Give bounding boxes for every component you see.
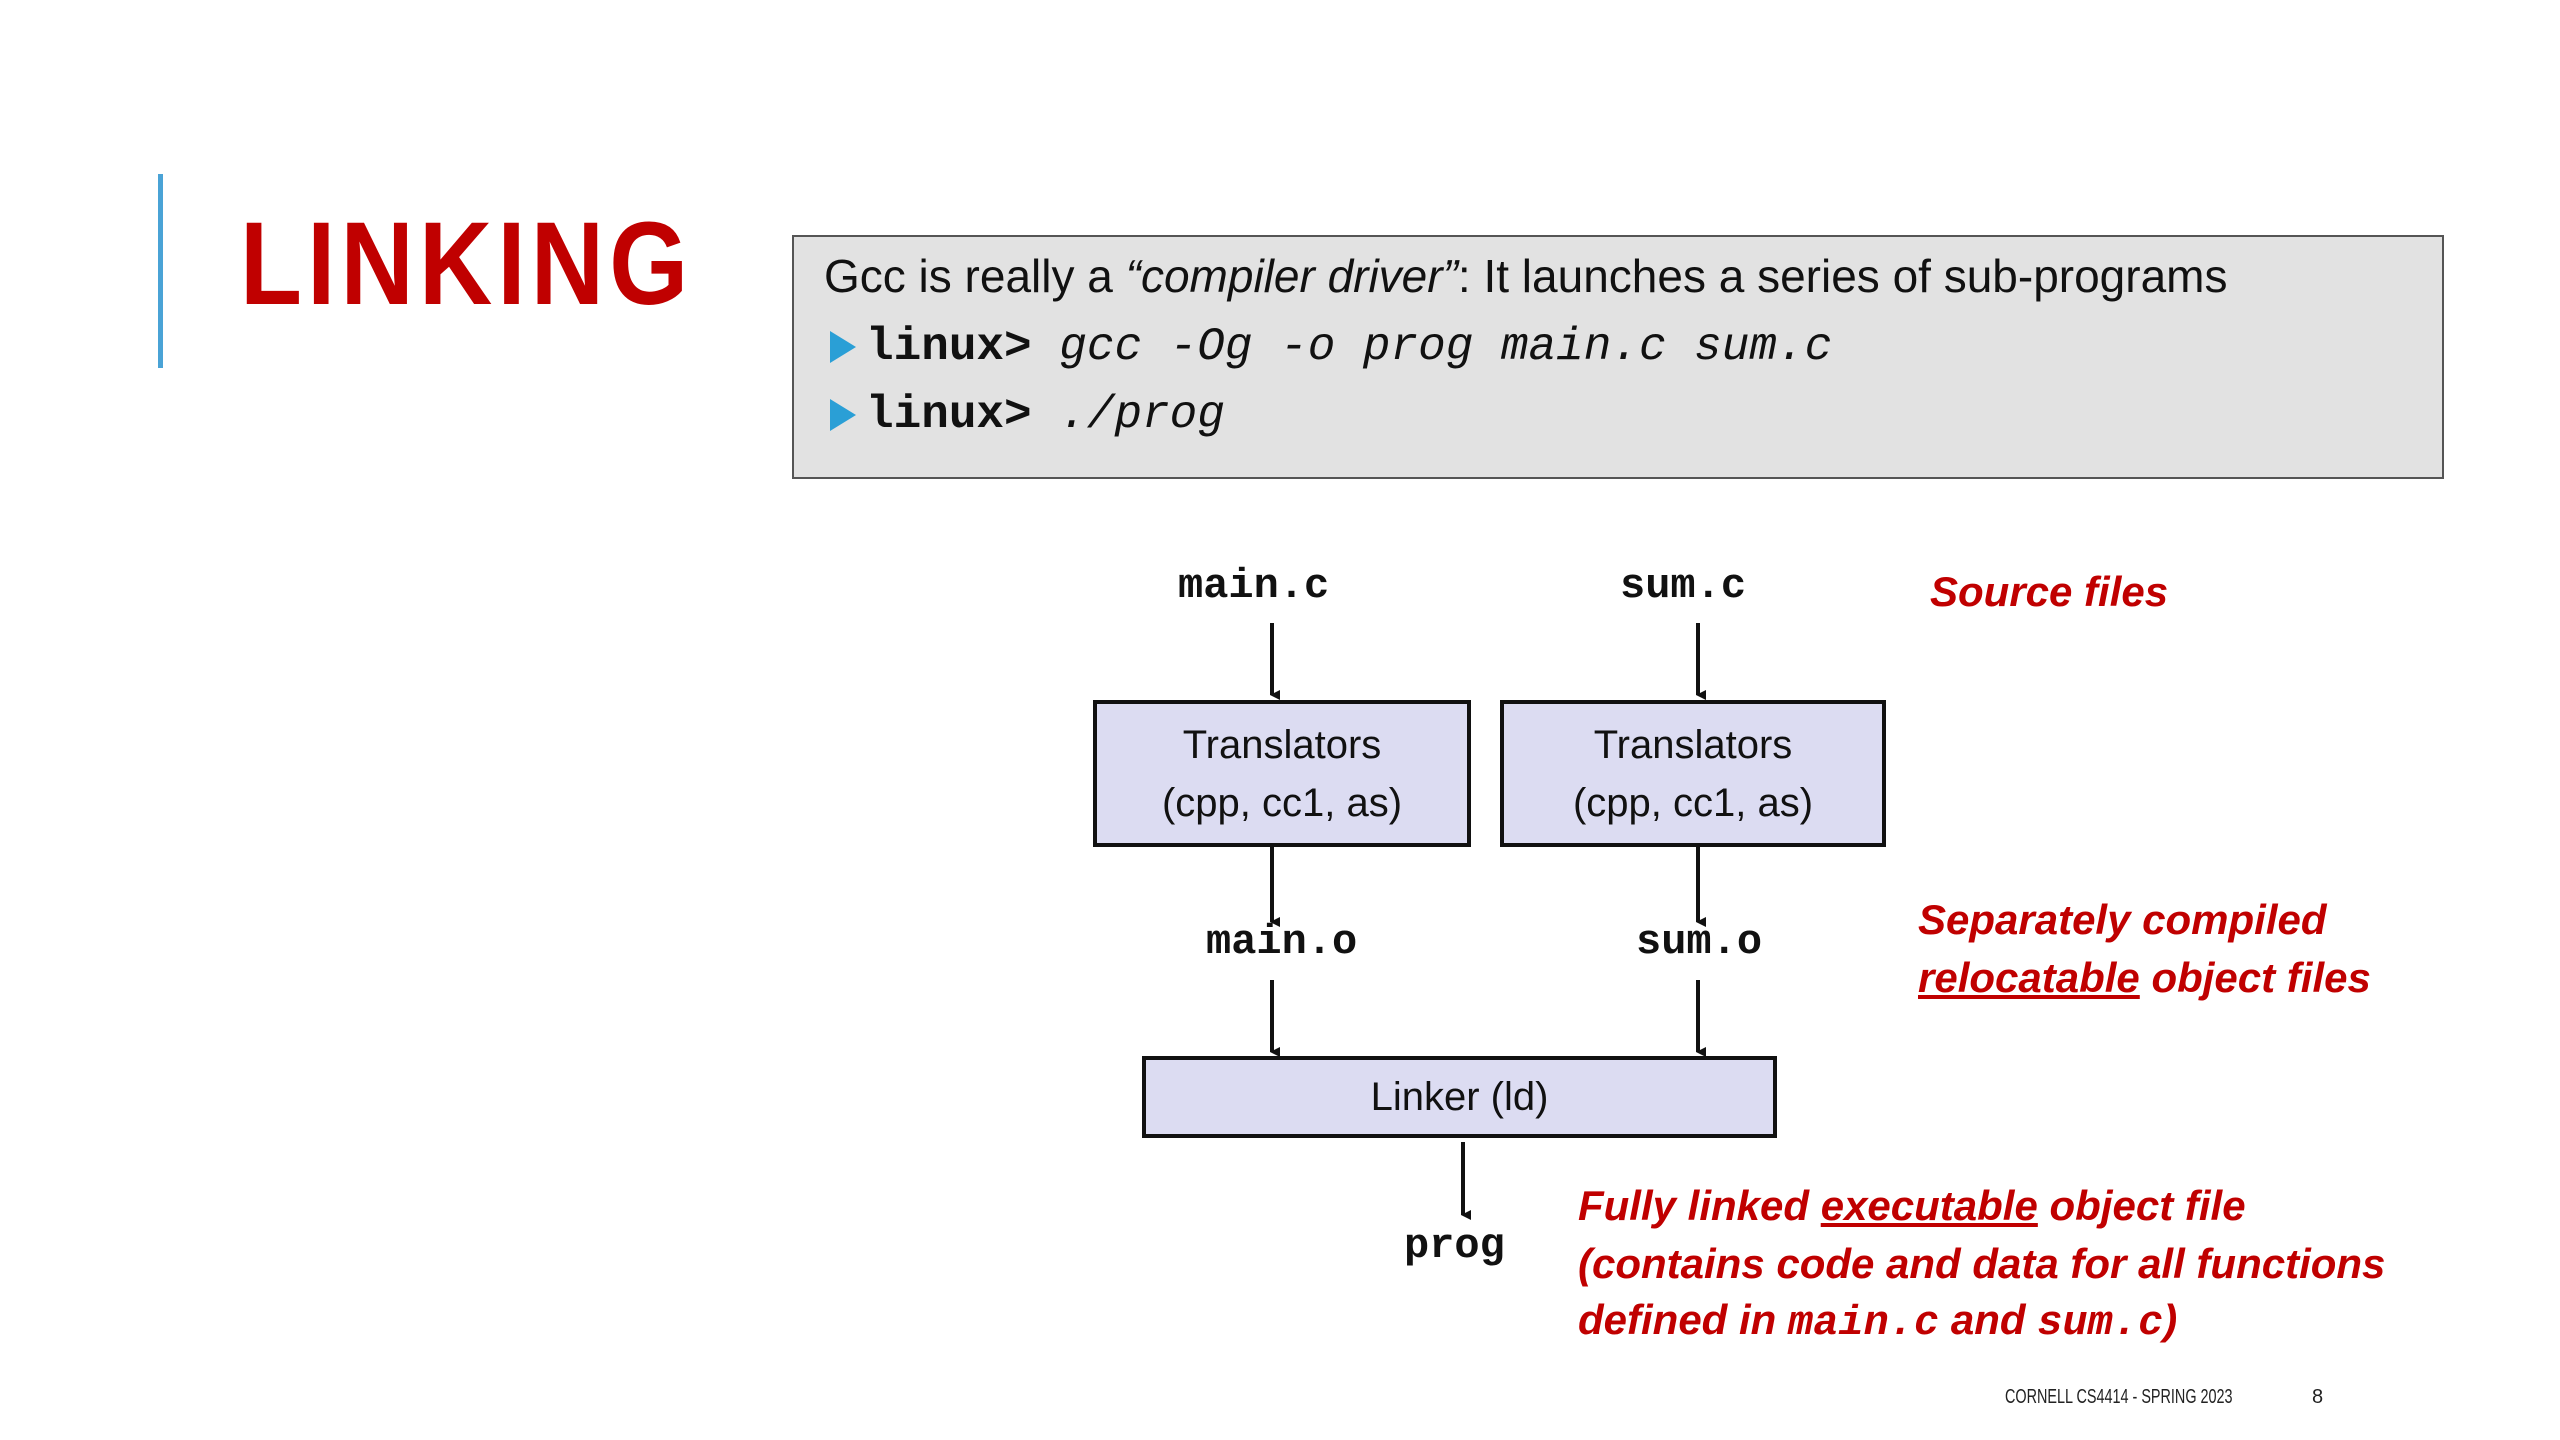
- source-file-main-c: main.c: [1178, 562, 1330, 610]
- slide-title: LINKING: [240, 198, 694, 330]
- note-relocatable-underlined: relocatable: [1918, 954, 2140, 1001]
- linker-label: Linker (ld): [1370, 1075, 1549, 1119]
- note-exec-suffix: object file: [2037, 1182, 2246, 1229]
- translator-title: Translators: [1593, 722, 1793, 767]
- command-box: Gcc is really a “compiler driver”: It la…: [792, 235, 2444, 479]
- note-exec-code-sum: sum.c: [2037, 1299, 2164, 1347]
- translator-tools: (cpp, cc1, as): [1161, 780, 1403, 825]
- note-source-files: Source files: [1930, 568, 2169, 615]
- note-relocatable-line1: Separately compiled: [1918, 896, 2327, 943]
- command-text: gcc -Og -o prog main.c sum.c: [1059, 321, 1833, 373]
- command-line-1: linux> gcc -Og -o prog main.c sum.c: [830, 321, 1832, 373]
- command-intro-emphasis: “compiler driver”: [1125, 250, 1458, 302]
- note-exec-prefix: Fully linked: [1578, 1182, 1821, 1229]
- output-file-prog: prog: [1404, 1222, 1505, 1270]
- command-prompt: linux>: [866, 321, 1032, 373]
- command-line-2: linux> ./prog: [830, 389, 1225, 441]
- object-file-sum-o: sum.o: [1636, 918, 1763, 966]
- note-exec-and: and: [1939, 1296, 2038, 1343]
- translator-box-sum: Translators (cpp, cc1, as): [1500, 700, 1886, 847]
- command-intro-prefix: Gcc is really a: [824, 250, 1126, 302]
- command-prompt: linux>: [866, 389, 1032, 441]
- bullet-arrow-icon: [830, 398, 856, 431]
- note-executable-line2: (contains code and data for all function…: [1578, 1240, 2386, 1287]
- note-exec-code-main: main.c: [1788, 1299, 1940, 1347]
- note-relocatable-line2: relocatable object files: [1918, 954, 2371, 1002]
- command-intro: Gcc is really a “compiler driver”: It la…: [824, 249, 2228, 303]
- bullet-arrow-icon: [830, 330, 856, 363]
- command-text: ./prog: [1059, 389, 1225, 441]
- note-exec-close: ): [2163, 1296, 2178, 1343]
- command-intro-suffix: : It launches a series of sub-programs: [1457, 250, 2228, 302]
- note-exec-line3-prefix: defined in: [1578, 1296, 1788, 1343]
- note-executable-line3: defined in main.c and sum.c): [1578, 1296, 2177, 1347]
- title-accent-bar: [158, 174, 163, 368]
- note-executable-line1: Fully linked executable object file: [1578, 1182, 2246, 1230]
- note-exec-underlined: executable: [1820, 1182, 2038, 1229]
- note-relocatable-rest: object files: [2139, 954, 2371, 1001]
- slide-footer: CORNELL CS4414 - SPRING 2023: [2005, 1386, 2233, 1408]
- source-file-sum-c: sum.c: [1620, 562, 1747, 610]
- page-number: 8: [2312, 1386, 2324, 1408]
- translator-title: Translators: [1182, 722, 1382, 767]
- linker-box: Linker (ld): [1142, 1056, 1777, 1138]
- translator-tools: (cpp, cc1, as): [1572, 780, 1814, 825]
- translator-box-main: Translators (cpp, cc1, as): [1093, 700, 1471, 847]
- object-file-main-o: main.o: [1206, 918, 1358, 966]
